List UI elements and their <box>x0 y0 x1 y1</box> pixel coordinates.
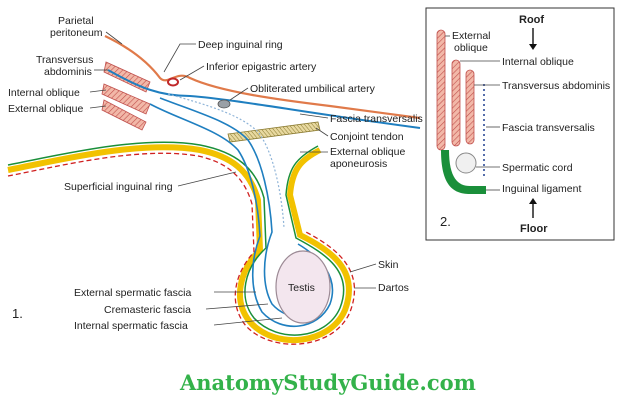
fascia-transversalis-layer <box>107 69 421 129</box>
fig2-spermatic-cord <box>455 152 477 174</box>
figure-2: Roof Floor External oblique Internal obl… <box>425 7 615 241</box>
label-external-oblique-aponeurosis-2: aponeurosis <box>330 158 387 170</box>
dartos-layer <box>7 152 356 345</box>
parietal-peritoneum-layer <box>104 35 421 120</box>
fig2-inguinal-ligament <box>441 150 486 194</box>
fig2-label-external-oblique-1: External <box>452 30 491 42</box>
label-inferior-epigastric-artery: Inferior epigastric artery <box>206 61 317 73</box>
label-transversus-abdominis-1: Transversus <box>36 54 93 66</box>
external-oblique-aponeurosis-layer <box>7 144 352 344</box>
label-internal-spermatic-fascia: Internal spermatic fascia <box>74 320 188 332</box>
fig2-label-fascia-transversalis: Fascia transversalis <box>502 122 595 134</box>
label-testis: Testis <box>288 282 315 294</box>
figure-1-leader-lines <box>89 31 377 326</box>
obliterated-umbilical-artery <box>217 99 231 109</box>
conjoint-tendon <box>227 121 321 143</box>
inferior-epigastric-artery <box>167 77 179 87</box>
label-cremasteric-fascia: Cremasteric fascia <box>104 304 191 316</box>
label-transversus-abdominis-2: abdominis <box>44 66 92 78</box>
label-dartos: Dartos <box>378 282 409 294</box>
figure-1: Parietal peritoneum Transversus abdomini… <box>7 15 423 345</box>
figure-2-number: 2. <box>440 214 451 229</box>
skin-layer <box>7 141 345 336</box>
label-parietal-peritoneum-2: peritoneum <box>50 27 103 39</box>
figure-1-number: 1. <box>12 306 23 321</box>
fig2-label-spermatic-cord: Spermatic cord <box>502 162 573 174</box>
fig2-label-transversus-abdominis: Transversus abdominis <box>502 80 610 92</box>
label-external-oblique: External oblique <box>8 103 83 115</box>
testis <box>275 250 331 324</box>
fig2-label-external-oblique-2: oblique <box>454 42 488 54</box>
label-fascia-transversalis: Fascia transversalis <box>330 113 423 125</box>
label-internal-oblique: Internal oblique <box>8 87 80 99</box>
label-parietal-peritoneum-1: Parietal <box>58 15 94 27</box>
fig2-roof-label: Roof <box>519 14 544 26</box>
label-external-spermatic-fascia: External spermatic fascia <box>74 287 191 299</box>
figure-2-leader-lines <box>445 35 500 191</box>
fig2-external-oblique-bar <box>436 29 446 151</box>
fig2-label-inguinal-ligament: Inguinal ligament <box>502 183 581 195</box>
label-skin: Skin <box>378 259 399 271</box>
site-watermark: AnatomyStudyGuide.com <box>179 370 476 395</box>
fig2-label-internal-oblique: Internal oblique <box>502 56 574 68</box>
label-obliterated-umbilical-artery: Obliterated umbilical artery <box>250 83 376 95</box>
label-deep-inguinal-ring: Deep inguinal ring <box>198 39 283 51</box>
label-superficial-inguinal-ring: Superficial inguinal ring <box>64 181 173 193</box>
label-conjoint-tendon: Conjoint tendon <box>330 131 404 143</box>
fig2-floor-label: Floor <box>520 223 548 235</box>
fig2-internal-oblique-bar <box>451 59 461 147</box>
external-spermatic-fascia-layer <box>149 103 334 327</box>
fig2-transversus-abdominis-bar <box>465 69 475 145</box>
internal-spermatic-fascia-layer <box>167 93 285 229</box>
label-external-oblique-aponeurosis-1: External oblique <box>330 146 405 158</box>
